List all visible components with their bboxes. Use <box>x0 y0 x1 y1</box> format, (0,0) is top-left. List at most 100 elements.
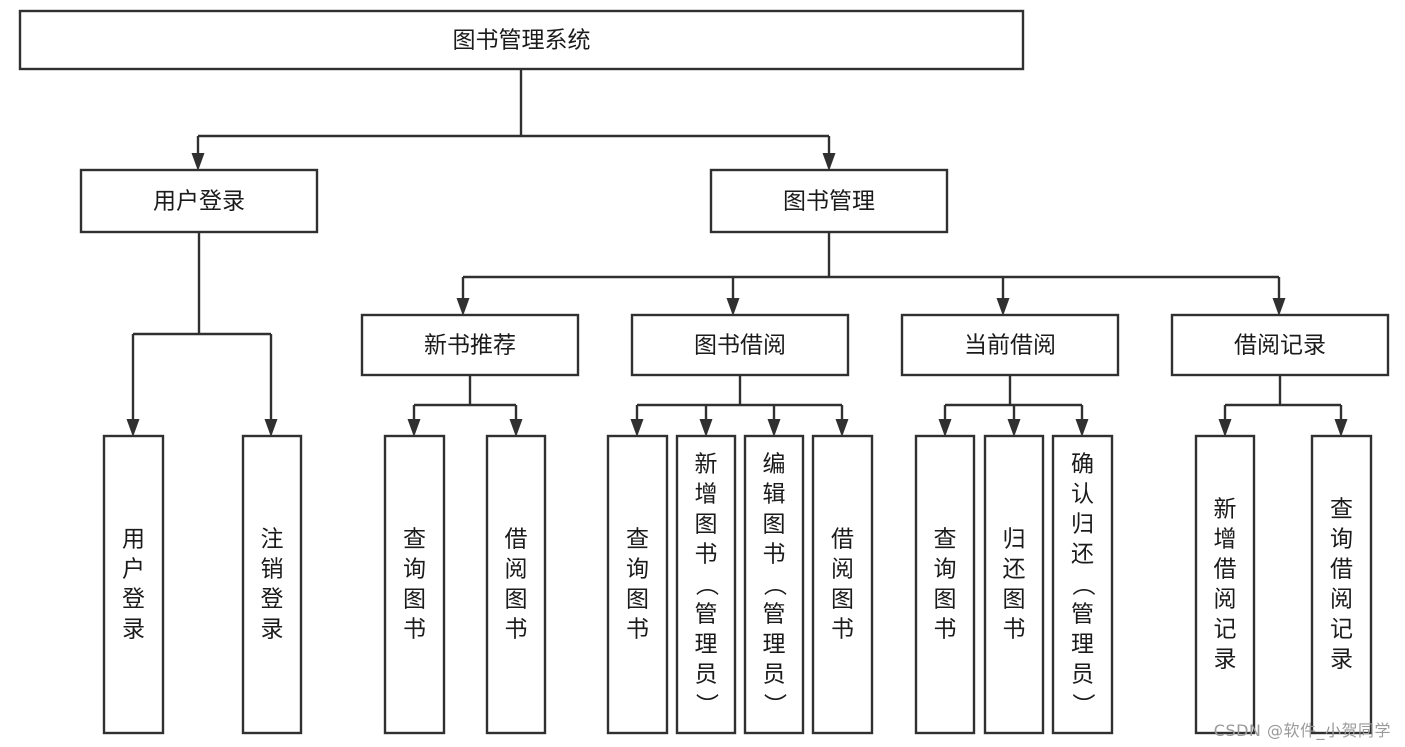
svg-text:阅: 阅 <box>831 557 854 583</box>
svg-text:录: 录 <box>1330 647 1353 673</box>
svg-text:理: 理 <box>763 632 786 658</box>
arrow-head-icon <box>264 419 278 437</box>
arrow-head-icon <box>1272 298 1286 316</box>
node-label: 图书管理 <box>783 189 875 215</box>
node-current-borrow[interactable]: 当前借阅 <box>900 313 1120 377</box>
svg-text:销: 销 <box>261 557 284 583</box>
svg-text:）: ） <box>1070 693 1096 716</box>
svg-text:）: ） <box>761 693 787 716</box>
node-box[interactable] <box>241 434 303 735</box>
node-box[interactable] <box>709 168 949 234</box>
arrow-head-icon <box>1334 419 1348 437</box>
svg-text:书: 书 <box>763 542 786 568</box>
svg-text:借: 借 <box>1214 557 1237 583</box>
svg-text:用: 用 <box>122 527 145 553</box>
node-box[interactable] <box>1051 434 1114 735</box>
node-book-manage[interactable]: 图书管理 <box>709 168 949 234</box>
svg-text:户: 户 <box>122 557 145 583</box>
arrow-head-icon <box>630 419 644 437</box>
svg-text:归: 归 <box>1071 512 1094 538</box>
node-box[interactable] <box>743 434 805 735</box>
node-box[interactable] <box>18 9 1025 71</box>
svg-text:录: 录 <box>1214 647 1237 673</box>
svg-text:编: 编 <box>763 452 786 478</box>
node-box[interactable] <box>675 434 737 735</box>
svg-text:借: 借 <box>831 527 854 553</box>
node-box[interactable] <box>811 434 874 735</box>
node-box[interactable] <box>1170 313 1390 377</box>
svg-text:阅: 阅 <box>1214 587 1237 613</box>
node-box[interactable] <box>383 434 446 735</box>
connector-fork-new-book-rec <box>407 375 523 437</box>
node-box[interactable] <box>79 168 319 234</box>
arrow-head-icon <box>126 419 140 437</box>
arrow-head-icon <box>835 419 849 437</box>
arrow-head-icon <box>191 153 205 171</box>
node-book-borrow[interactable]: 图书借阅 <box>630 313 850 377</box>
node-borrow-record[interactable]: 借阅记录 <box>1170 313 1390 377</box>
arrow-head-icon <box>407 419 421 437</box>
svg-text:注: 注 <box>261 527 284 553</box>
node-box[interactable] <box>606 434 669 735</box>
svg-text:询: 询 <box>403 557 426 583</box>
svg-text:理: 理 <box>695 632 718 658</box>
node-box[interactable] <box>983 434 1045 735</box>
node-label: 图书借阅 <box>694 333 786 359</box>
svg-text:查: 查 <box>626 527 649 553</box>
node-new-book-rec[interactable]: 新书推荐 <box>360 313 580 377</box>
node-box[interactable] <box>1194 434 1256 735</box>
svg-text:图: 图 <box>1003 587 1026 613</box>
svg-text:还: 还 <box>1071 542 1094 568</box>
node-box[interactable] <box>485 434 547 735</box>
svg-text:询: 询 <box>934 557 957 583</box>
svg-text:管: 管 <box>763 602 786 628</box>
arrow-head-icon <box>767 419 781 437</box>
node-root[interactable]: 图书管理系统 <box>18 9 1025 71</box>
svg-text:图: 图 <box>403 587 426 613</box>
node-user-login[interactable]: 用户登录 <box>79 168 319 234</box>
node-box[interactable] <box>1310 434 1373 735</box>
svg-text:书: 书 <box>505 617 528 643</box>
svg-text:查: 查 <box>1330 497 1353 523</box>
svg-text:登: 登 <box>122 587 145 613</box>
svg-text:记: 记 <box>1214 617 1237 643</box>
arrow-head-icon <box>938 419 952 437</box>
svg-text:图: 图 <box>831 587 854 613</box>
node-leaf-user-login[interactable]: 用户登录 <box>102 434 165 735</box>
svg-text:增: 增 <box>1214 527 1237 553</box>
arrow-head-icon <box>726 298 740 316</box>
arrow-head-icon <box>509 419 523 437</box>
svg-text:辑: 辑 <box>763 482 786 508</box>
svg-text:书: 书 <box>626 617 649 643</box>
watermark-label: CSDN @软件_小贺同学 <box>1213 721 1391 740</box>
svg-text:查: 查 <box>934 527 957 553</box>
node-box[interactable] <box>914 434 976 735</box>
node-box[interactable] <box>102 434 165 735</box>
svg-text:阅: 阅 <box>505 557 528 583</box>
arrow-head-icon <box>1007 419 1021 437</box>
node-box[interactable] <box>360 313 580 377</box>
node-box[interactable] <box>630 313 850 377</box>
svg-text:记: 记 <box>1330 617 1353 643</box>
node-box[interactable] <box>900 313 1120 377</box>
node-label: 借阅记录 <box>1234 333 1326 359</box>
svg-text:书: 书 <box>831 617 854 643</box>
svg-text:书: 书 <box>1003 617 1026 643</box>
